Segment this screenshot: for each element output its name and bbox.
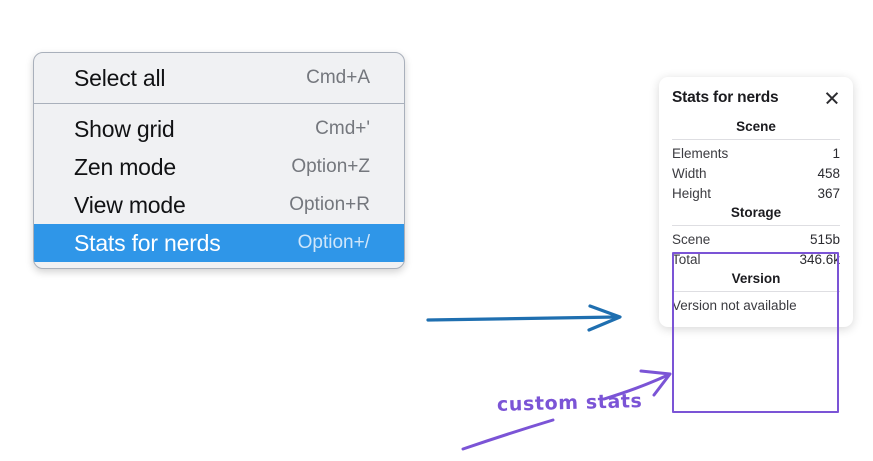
- menu-item-shortcut: Option+/: [297, 232, 370, 253]
- menu-item-zen-mode[interactable]: Zen mode Option+Z: [34, 148, 404, 186]
- menu-item-shortcut: Option+Z: [291, 156, 370, 177]
- stats-panel-header: Stats for nerds: [672, 89, 840, 107]
- menu-item-shortcut: Option+R: [289, 194, 370, 215]
- custom-stats-annotation-label: custom stats: [496, 390, 643, 416]
- stat-key: Height: [672, 185, 712, 201]
- context-menu[interactable]: Select all Cmd+A Show grid Cmd+' Zen mod…: [33, 52, 405, 269]
- blue-arrow-icon: [426, 304, 622, 332]
- section-divider: [672, 139, 840, 140]
- section-heading: Version: [731, 271, 781, 286]
- stat-row: Height 367: [672, 183, 840, 203]
- stat-value: 367: [817, 185, 840, 201]
- menu-group-2: Show grid Cmd+' Zen mode Option+Z View m…: [34, 103, 404, 268]
- section-heading: Storage: [730, 205, 782, 220]
- menu-item-select-all[interactable]: Select all Cmd+A: [34, 59, 404, 97]
- stats-for-nerds-panel[interactable]: Stats for nerds Scene Elements 1 Width 4…: [659, 77, 853, 327]
- menu-item-label: Stats for nerds: [74, 229, 221, 256]
- version-note: Version not available: [672, 298, 797, 313]
- menu-item-label: Select all: [74, 64, 166, 91]
- stat-key: Total: [672, 251, 701, 267]
- stat-row: Elements 1: [672, 143, 840, 163]
- purple-underline-stroke: [461, 418, 555, 451]
- stat-row: Width 458: [672, 163, 840, 183]
- stats-section-storage: Storage Scene 515b Total 346.6k: [672, 203, 840, 269]
- menu-item-shortcut: Cmd+': [315, 118, 370, 139]
- section-divider: [672, 291, 840, 292]
- menu-item-stats-for-nerds[interactable]: Stats for nerds Option+/: [34, 224, 404, 262]
- menu-item-label: Zen mode: [74, 153, 176, 180]
- stats-panel-title: Stats for nerds: [672, 89, 779, 106]
- stats-section-scene: Scene Elements 1 Width 458 Height 367: [672, 117, 840, 203]
- stats-section-version: Version Version not available: [672, 269, 840, 313]
- menu-item-show-grid[interactable]: Show grid Cmd+': [34, 110, 404, 148]
- stat-value: 515b: [809, 231, 840, 247]
- stat-row: Scene 515b: [672, 229, 840, 249]
- menu-item-view-mode[interactable]: View mode Option+R: [34, 186, 404, 224]
- menu-item-label: Show grid: [74, 115, 175, 142]
- stat-key: Elements: [672, 145, 729, 161]
- stat-value: 1: [832, 145, 840, 161]
- section-heading: Scene: [736, 119, 776, 134]
- menu-group-1: Select all Cmd+A: [34, 53, 404, 103]
- close-icon[interactable]: [824, 90, 840, 106]
- section-divider: [672, 225, 840, 226]
- stat-row: Total 346.6k: [672, 249, 840, 269]
- stat-key: Width: [672, 165, 707, 181]
- stat-key: Scene: [672, 231, 711, 247]
- stat-value: 346.6k: [799, 251, 840, 267]
- menu-item-shortcut: Cmd+A: [306, 67, 370, 88]
- stat-value: 458: [817, 165, 840, 181]
- menu-item-label: View mode: [74, 191, 186, 218]
